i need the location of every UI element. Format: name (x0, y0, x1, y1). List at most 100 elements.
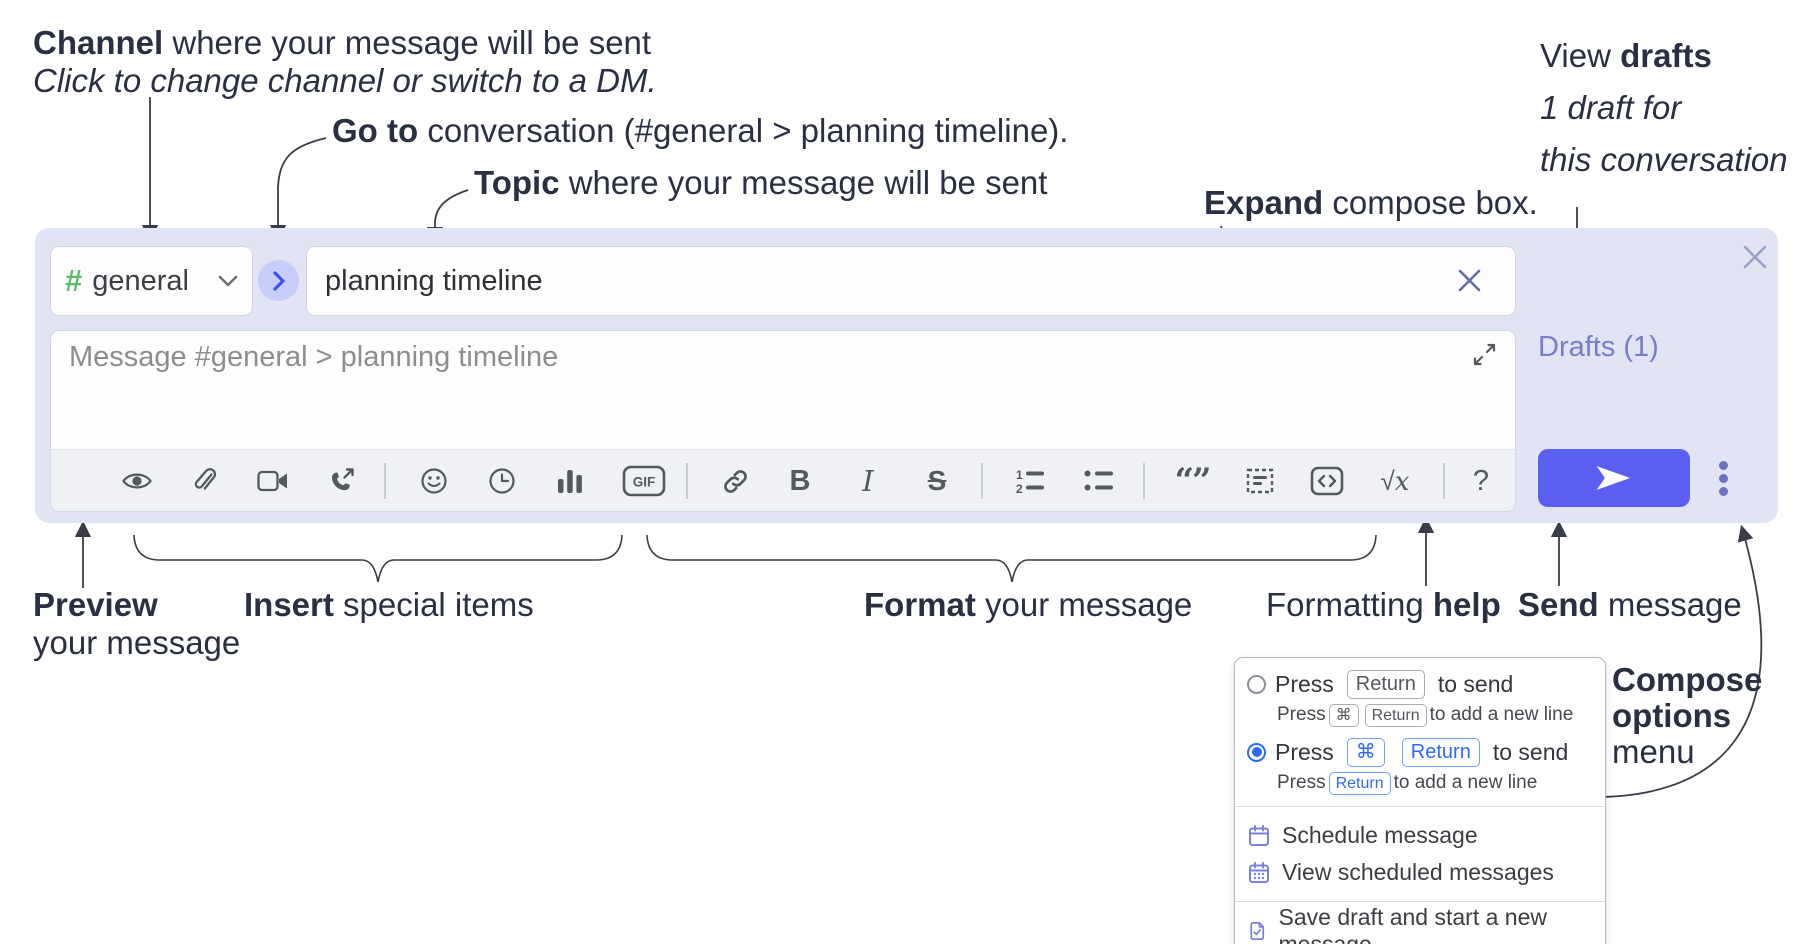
channel-annotation: Channel where your message will be sent … (33, 24, 657, 100)
view-drafts-pre: View (1540, 37, 1621, 74)
option2-sub-suffix: to add a new line (1393, 772, 1538, 793)
enter-sends-popover: Press Return to send Press ⌘ Return to a… (1234, 657, 1606, 944)
send-button[interactable] (1538, 449, 1690, 507)
formatting-help-pre: Formatting (1266, 586, 1433, 623)
expand-diagonal-icon (1473, 343, 1496, 366)
goto-annotation-rest: conversation (#general > planning timeli… (418, 112, 1069, 149)
topic-annotation: Topic where your message will be sent (474, 164, 1047, 202)
preview-annotation-line2: your message (33, 624, 241, 661)
smiley-icon (421, 468, 447, 494)
kebab-dot (1718, 473, 1728, 483)
schedule-message-item[interactable]: Schedule message (1247, 817, 1593, 854)
gif-icon: GIF (622, 465, 666, 497)
start-video-call-button[interactable] (250, 458, 296, 504)
kebab-dot (1718, 460, 1728, 470)
view-drafts-annotation: View drafts 1 draft for this conversatio… (1540, 30, 1788, 186)
video-camera-icon (257, 470, 287, 492)
drafts-link[interactable]: Drafts (1) (1538, 331, 1659, 363)
link-icon (723, 469, 747, 493)
formatting-help-annotation: Formatting help (1266, 586, 1501, 624)
code-button[interactable] (1304, 458, 1350, 504)
expand-annotation-rest: compose box. (1323, 184, 1538, 221)
bulleted-list-icon (1084, 470, 1113, 491)
compose-options-line3: menu (1612, 733, 1695, 770)
message-textarea[interactable] (67, 339, 1451, 443)
code-icon (1310, 466, 1344, 496)
kebab-dot (1718, 486, 1728, 496)
add-poll-button[interactable] (547, 458, 593, 504)
enter-to-send-subtext: Press ⌘ Return to add a new line (1277, 702, 1593, 728)
message-compose-area: GIF B I (50, 330, 1516, 512)
cmd-key-chip: ⌘ (1328, 703, 1359, 727)
attach-file-button[interactable] (181, 458, 227, 504)
italic-button[interactable]: I (845, 458, 891, 504)
format-annotation-rest: your message (975, 586, 1193, 623)
bold-button[interactable]: B (777, 458, 823, 504)
start-voice-call-button[interactable] (319, 458, 365, 504)
option1-suffix: to send (1437, 670, 1514, 697)
insert-annotation-rest: special items (333, 586, 534, 623)
calendar-grid-icon (1249, 861, 1269, 883)
option1-press: Press (1275, 670, 1334, 697)
math-icon: √x (1380, 465, 1410, 497)
topic-annotation-rest: where your message will be sent (559, 164, 1048, 201)
compose-options-line2: options (1612, 697, 1732, 734)
option2-suffix: to send (1492, 738, 1569, 765)
go-to-conversation-button[interactable] (258, 260, 299, 301)
format-annotation: Format your message (864, 586, 1192, 624)
expand-compose-button[interactable] (1472, 342, 1497, 367)
message-formatting-help-button[interactable]: ? (1458, 458, 1504, 504)
bulleted-list-button[interactable] (1076, 458, 1122, 504)
svg-text:GIF: GIF (633, 475, 656, 490)
insert-annotation: Insert special items (244, 586, 534, 624)
expand-annotation: Expand compose box. (1204, 184, 1538, 222)
chevron-down-icon (218, 275, 238, 287)
eye-icon (122, 473, 152, 489)
toolbar-divider (686, 463, 688, 499)
bold-icon: B (789, 464, 811, 497)
calendar-icon (1249, 824, 1269, 846)
clear-topic-button[interactable] (1458, 269, 1481, 292)
channel-annotation-rest: where your message will be sent (163, 24, 652, 61)
view-drafts-line2: 1 draft for (1540, 89, 1682, 126)
popup-divider (1235, 901, 1605, 902)
add-gif-button[interactable]: GIF (618, 458, 670, 504)
enter-to-send-option[interactable]: Press Return to send (1247, 668, 1593, 700)
topic-input-box (306, 246, 1516, 316)
question-mark-icon: ? (1472, 464, 1490, 497)
popup-divider (1235, 806, 1605, 807)
radio-checked-icon[interactable] (1247, 742, 1266, 762)
math-button[interactable]: √x (1369, 458, 1421, 504)
numbered-list-button[interactable]: 1 2 (1007, 458, 1053, 504)
close-compose-button[interactable] (1740, 242, 1770, 272)
preview-button[interactable] (114, 458, 160, 504)
quote-button[interactable]: “” (1169, 458, 1215, 504)
schedule-message-label: Schedule message (1282, 822, 1478, 848)
option2-sub-press: Press (1277, 772, 1326, 793)
link-button[interactable] (712, 458, 758, 504)
channel-selector[interactable]: # general (50, 246, 253, 316)
radio-unchecked-icon[interactable] (1247, 674, 1266, 694)
send-annotation-rest: message (1598, 586, 1742, 623)
svg-text:1: 1 (1016, 468, 1023, 482)
insert-annotation-bold: Insert (244, 586, 334, 623)
view-drafts-line3: this conversation (1540, 141, 1788, 178)
return-key-chip: Return (1328, 771, 1391, 795)
toolbar-divider (1143, 463, 1145, 499)
emoji-button[interactable] (411, 458, 457, 504)
option1-sub-suffix: to add a new line (1429, 704, 1574, 725)
channel-hash-icon: # (65, 263, 83, 298)
goto-annotation-bold: Go to (332, 112, 419, 149)
cmd-enter-to-send-subtext: Press Return to add a new line (1277, 770, 1593, 796)
toolbar-divider (1443, 463, 1445, 499)
compose-box-panel: # general (35, 228, 1778, 523)
save-draft-item[interactable]: Save draft and start a new message (1247, 904, 1593, 944)
add-global-time-button[interactable] (479, 458, 525, 504)
view-scheduled-messages-item[interactable]: View scheduled messages (1247, 854, 1593, 891)
strikethrough-button[interactable]: S (914, 458, 960, 504)
spoiler-button[interactable] (1237, 458, 1283, 504)
compose-options-menu-button[interactable] (1709, 458, 1737, 498)
topic-input[interactable] (323, 247, 1457, 315)
cmd-enter-to-send-option[interactable]: Press ⌘ Return to send (1247, 736, 1593, 768)
